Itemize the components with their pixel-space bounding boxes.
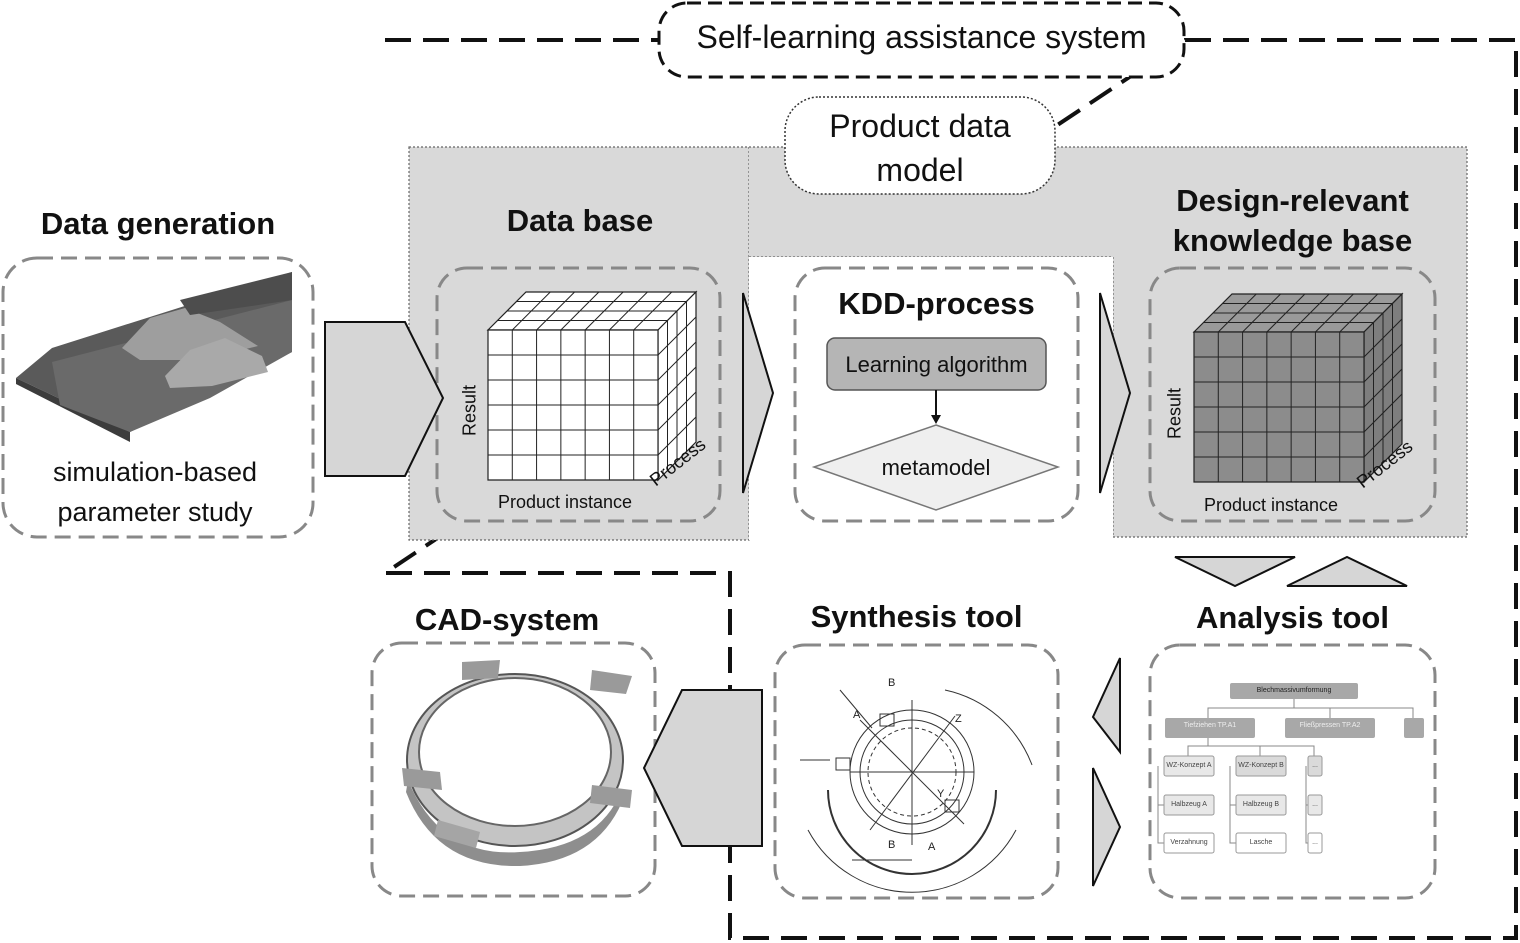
tree-l3-label-2: ... (1312, 801, 1318, 808)
product-data-model-border (749, 146, 1468, 538)
data-base-title: Data base (506, 203, 654, 238)
analysis-title: Analysis tool (1196, 600, 1389, 635)
tree-l4-label-2: ... (1312, 839, 1318, 846)
data-generation-title: Data generation (40, 206, 276, 241)
metamodel-label: metamodel (881, 455, 991, 480)
tree-l1-label-1: Fließpressen TP.A2 (1299, 722, 1361, 729)
data-base-axis-y: Result (459, 384, 480, 437)
knowledge-axis-x: Product instance (1203, 495, 1339, 515)
cad-title: CAD-system (414, 602, 600, 637)
tree-node-wz-b (1235, 755, 1287, 777)
arrow-analysis-to-synthesis-up (1091, 657, 1121, 755)
tree-node-more-1 (1404, 718, 1424, 738)
kdd-arrow-head (931, 415, 941, 424)
simulation-part-image (16, 272, 292, 442)
knowledge-base-title-line2: knowledge base (1172, 223, 1413, 258)
tree-l1-label-0: Tiefziehen TP.A1 (1183, 722, 1237, 729)
kdd-title: KDD-process (838, 286, 1035, 321)
arrow-generation-to-database (324, 321, 445, 477)
data-generation-caption: simulation-based parameter study (52, 457, 258, 527)
tree-node-more-3 (1307, 794, 1323, 816)
tree-node-lasche (1235, 832, 1287, 854)
system-title: Self-learning assistance system (696, 19, 1147, 55)
drawing-label-a-left: A (853, 709, 861, 721)
arrow-kdd-to-knowledge (1099, 292, 1132, 494)
tree-l2-label-2: ... (1312, 762, 1318, 769)
tree-node-halbzeug-b (1235, 794, 1287, 816)
drawing-label-a-bottom: A (928, 841, 936, 853)
synthesis-title: Synthesis tool (810, 599, 1023, 634)
synthesis-drawing-image (800, 689, 1033, 893)
product-model-title-box (784, 96, 1056, 195)
data-base-axis-x: Product instance (497, 492, 633, 512)
cad-ring-image (402, 660, 632, 867)
tree-root-node (1230, 683, 1358, 699)
tree-l4-label-1: Lasche (1249, 839, 1273, 846)
tree-node-more-4 (1307, 832, 1323, 854)
data-cube-dark (1192, 292, 1404, 484)
data-cube-light (486, 290, 698, 482)
tree-node-wz-a (1163, 755, 1215, 777)
tree-l2-label-0: WZ-Konzept A (1166, 762, 1212, 769)
drawing-label-z: Z (955, 713, 962, 725)
tree-l3-label-0: Halbzeug A (1171, 801, 1207, 808)
tree-node-verzahnung (1163, 832, 1215, 854)
tree-root-label: Blechmassivumformung (1256, 687, 1332, 694)
tree-node-tiefziehen (1165, 718, 1255, 738)
drawing-label-b-bottom: B (888, 839, 895, 851)
knowledge-axis-y: Result (1164, 387, 1185, 440)
knowledge-base-title-line1: Design-relevant (1176, 183, 1409, 218)
arrow-synthesis-to-cad (642, 689, 763, 847)
arrow-knowledge-down (1174, 556, 1296, 588)
knowledge-base-box (1148, 266, 1437, 523)
metamodel-node (811, 424, 1061, 511)
arrow-analysis-up (1286, 555, 1408, 587)
product-model-title: Product data model (829, 108, 1011, 188)
tree-l3-label-1: Halbzeug B (1242, 801, 1280, 808)
arrow-database-to-kdd (742, 292, 775, 494)
arrow-synthesis-to-analysis-down (1092, 767, 1122, 887)
drawing-label-b-top: B (888, 677, 895, 689)
learning-algorithm-label: Learning algorithm (845, 352, 1028, 377)
tree-l4-label-0: Verzahnung (1170, 839, 1208, 846)
system-title-box (657, 1, 1186, 79)
tree-node-fliesspressen (1285, 718, 1375, 738)
drawing-label-y: Y (937, 788, 945, 800)
tree-node-more-2 (1307, 755, 1323, 777)
system-boundary (378, 38, 1518, 940)
tree-node-halbzeug-a (1163, 794, 1215, 816)
analysis-tree-lines (1157, 698, 1414, 844)
tree-l2-label-1: WZ-Konzept B (1238, 762, 1284, 769)
